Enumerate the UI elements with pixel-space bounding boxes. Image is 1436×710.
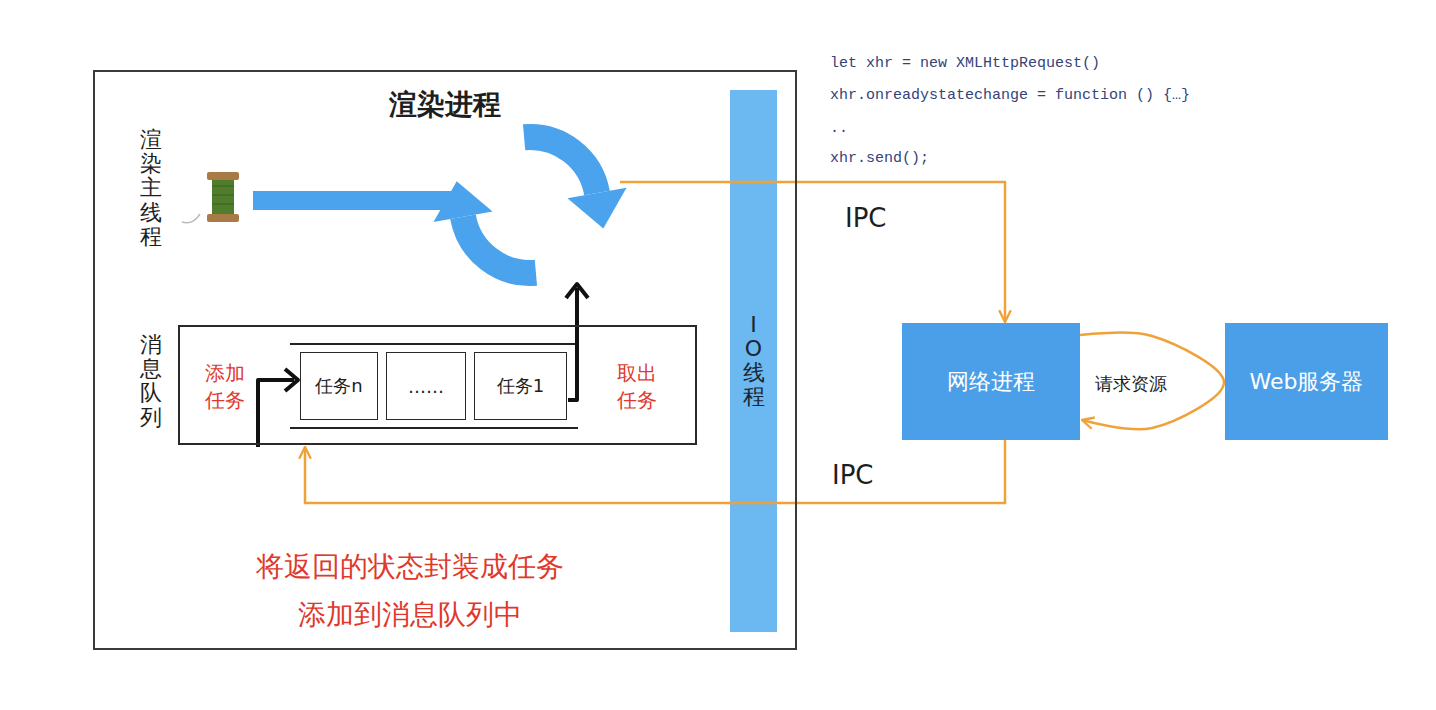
code-line: xhr.send(); (830, 150, 929, 167)
code-line: let xhr = new XMLHttpRequest() (830, 55, 1100, 72)
code-line: .. (830, 120, 848, 137)
ipc-connector (305, 440, 1005, 503)
web-server-box: Web服务器 (1225, 323, 1388, 440)
dequeue-arrow (568, 288, 577, 400)
queue-pipe-line (290, 343, 578, 345)
spool-line (212, 204, 234, 205)
ipc-label: IPC (830, 460, 876, 490)
spool-body (212, 179, 234, 215)
task-box: 任务1 (474, 352, 567, 420)
ipc-label: IPC (843, 203, 889, 233)
spool-thread (182, 214, 200, 223)
edge-label: 请求资源 (1093, 372, 1169, 396)
band-label: IO线程 (743, 313, 765, 410)
io-thread-band-fill (730, 90, 777, 632)
process-title: 渲染进程 (95, 86, 795, 124)
queue-heading: 消息队列 (140, 333, 162, 430)
box-label: 网络进程 (947, 367, 1035, 397)
step-note: 取出任务 (617, 360, 657, 414)
request-loop-connector (1080, 333, 1224, 430)
main-thread-bar (253, 191, 459, 210)
task-label: 任务1 (497, 374, 544, 398)
spool-flange (207, 214, 239, 222)
annotation: 将返回的状态封装成任务 (180, 548, 640, 586)
code-line: xhr.onreadystatechange = function () {…} (830, 87, 1190, 104)
task-box: 任务n (300, 352, 378, 420)
loop-arrowhead (568, 188, 627, 229)
thread-label: 渲染主线程 (140, 128, 162, 249)
task-label: 任务n (315, 374, 362, 398)
spool-line (212, 186, 234, 187)
task-box: …… (386, 352, 466, 420)
thread-spool-icon (182, 172, 239, 223)
enqueue-arrowhead (285, 369, 298, 391)
io-thread-band: IO线程 (730, 90, 777, 632)
event-loop-icon (434, 137, 627, 273)
loop-arc (524, 137, 597, 193)
spool-flange (207, 172, 239, 180)
loop-arc (463, 217, 536, 273)
step-note: 添加任务 (205, 360, 245, 414)
queue-pipe-line (290, 427, 578, 429)
dequeue-arrowhead (566, 284, 588, 298)
network-process-box: 网络进程 (902, 323, 1080, 440)
spool-line (212, 195, 234, 196)
loop-arrowhead (434, 181, 493, 222)
ipc-connector (620, 182, 1005, 322)
task-label: …… (408, 376, 444, 397)
message-queue-box: 消息队列添加任务取出任务任务n……任务1 (178, 325, 697, 445)
annotation: 添加到消息队列中 (180, 596, 640, 634)
box-label: Web服务器 (1250, 367, 1364, 397)
